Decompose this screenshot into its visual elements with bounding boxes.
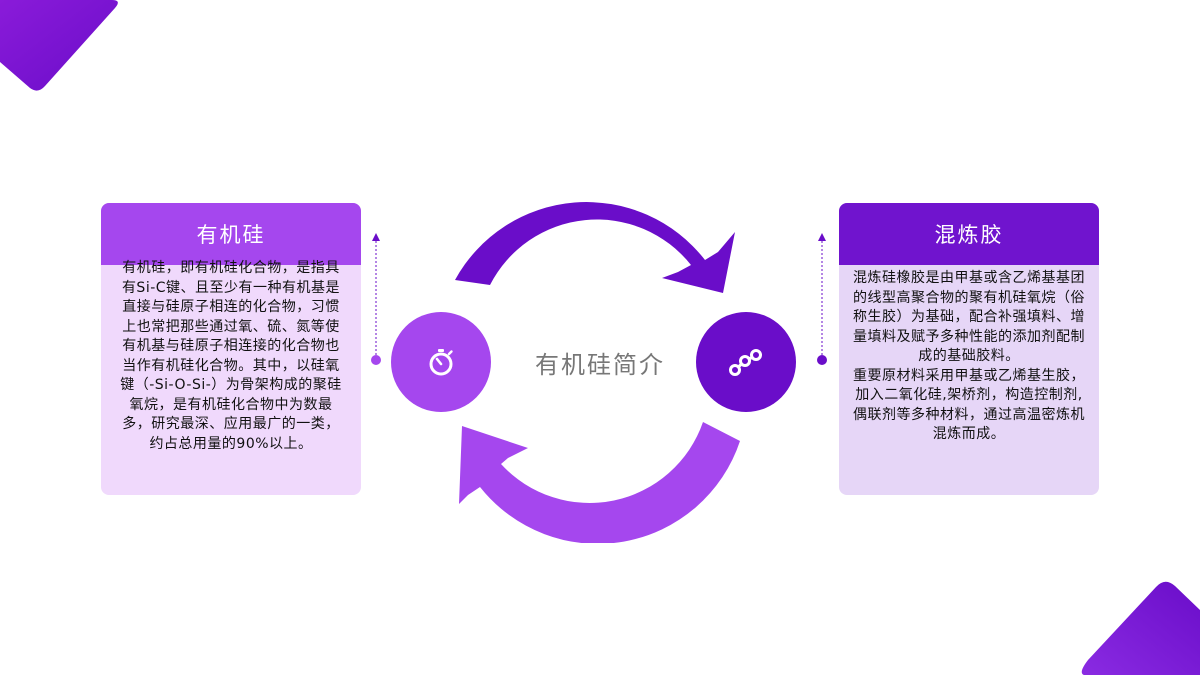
organosilicon-card: 有机硅 有机硅，即有机硅化合物，是指具有Si-C键、且至少有一种有机基是直接与硅… — [101, 203, 361, 495]
bottom-right-corner-decoration — [1081, 581, 1200, 675]
compound-rubber-paragraph-1: 混炼硅橡胶是由甲基或含乙烯基基团的线型高聚合物的聚有机硅氧烷（俗称生胶）为基础，… — [853, 270, 1085, 364]
top-left-corner-decoration — [0, 0, 118, 91]
right-circle — [696, 312, 796, 412]
organosilicon-card-body: 有机硅，即有机硅化合物，是指具有Si-C键、且至少有一种有机基是直接与硅原子相连… — [120, 260, 342, 452]
compound-rubber-card-title: 混炼胶 — [839, 203, 1099, 265]
compound-rubber-card-body: 混炼硅橡胶是由甲基或含乙烯基基团的线型高聚合物的聚有机硅氧烷（俗称生胶）为基础，… — [839, 265, 1099, 445]
right-connector-line — [817, 233, 827, 365]
left-circle — [391, 312, 491, 412]
connected-nodes-icon — [729, 349, 762, 376]
left-connector-line — [371, 233, 381, 365]
compound-rubber-paragraph-2: 重要原材料采用甲基或乙烯基生胶，加入二氧化硅,架桥剂，构造控制剂,偶联剂等多种材… — [853, 367, 1085, 443]
cycle-arrow-top — [455, 202, 735, 293]
organosilicon-card-title: 有机硅 — [101, 203, 361, 265]
center-title: 有机硅简介 — [535, 351, 665, 379]
cycle-arrow-bottom — [459, 422, 740, 543]
stopwatch-icon — [429, 349, 453, 376]
compound-rubber-card: 混炼胶 混炼硅橡胶是由甲基或含乙烯基基团的线型高聚合物的聚有机硅氧烷（俗称生胶）… — [839, 203, 1099, 495]
